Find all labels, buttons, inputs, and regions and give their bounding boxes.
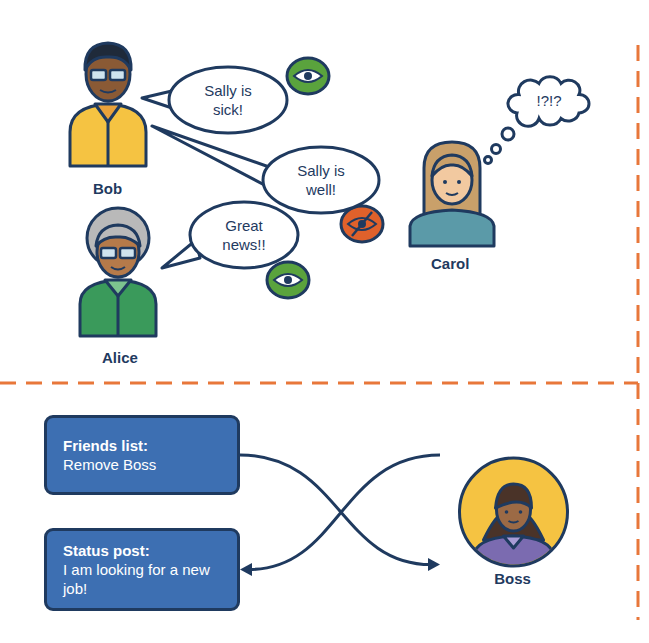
boss-avatar: Boss: [440, 455, 585, 587]
divider: [0, 45, 638, 620]
box-body: Remove Boss: [63, 455, 221, 474]
bubble-text: Sally is sick!: [192, 81, 265, 119]
message-arrow: [240, 455, 440, 571]
box-body: I am looking for a new job!: [63, 560, 221, 598]
thought-bubble: !?!?: [503, 76, 595, 124]
thought-dots: [485, 128, 515, 164]
message-box: Friends list:Remove Boss: [44, 415, 240, 495]
bubble-text-wrap: Sally is well!: [285, 161, 357, 199]
avatar-name: Boss: [440, 569, 585, 588]
person-name: Alice: [102, 348, 138, 367]
message-arrow: [240, 455, 440, 576]
bubble-text: !?!?: [536, 91, 561, 110]
arrowhead: [428, 558, 440, 571]
arrowhead: [240, 563, 252, 576]
bubble-outline: [167, 65, 289, 135]
seen-icon: [287, 58, 329, 94]
box-heading: Friends list:: [63, 436, 221, 455]
avatar-circle: [440, 455, 585, 587]
bubble-outline: [188, 200, 300, 270]
bubble-text-wrap: Sally is sick!: [192, 81, 265, 119]
connector-line: [249, 455, 440, 570]
person-name: Carol: [431, 254, 469, 273]
speech-bubble: Sally is sick!: [167, 65, 289, 135]
bob-figure: [70, 43, 146, 166]
alice-figure: [80, 208, 156, 336]
seen-icon: [267, 262, 309, 298]
person-name: Bob: [93, 179, 122, 198]
bubble-text-wrap: Great news!!: [211, 216, 278, 254]
carol-figure: [410, 142, 494, 246]
box-heading: Status post:: [63, 541, 221, 560]
speech-bubble: Great news!!: [188, 200, 300, 270]
bubble-outline: [261, 145, 381, 215]
bubble-text-wrap: !?!?: [536, 91, 561, 110]
connector-line: [240, 455, 431, 565]
bubble-text: Great news!!: [211, 216, 278, 254]
message-box: Status post:I am looking for a new job!: [44, 528, 240, 611]
unseen-icon: [341, 206, 383, 242]
speech-bubble: Sally is well!: [261, 145, 381, 215]
bubble-text: Sally is well!: [285, 161, 357, 199]
